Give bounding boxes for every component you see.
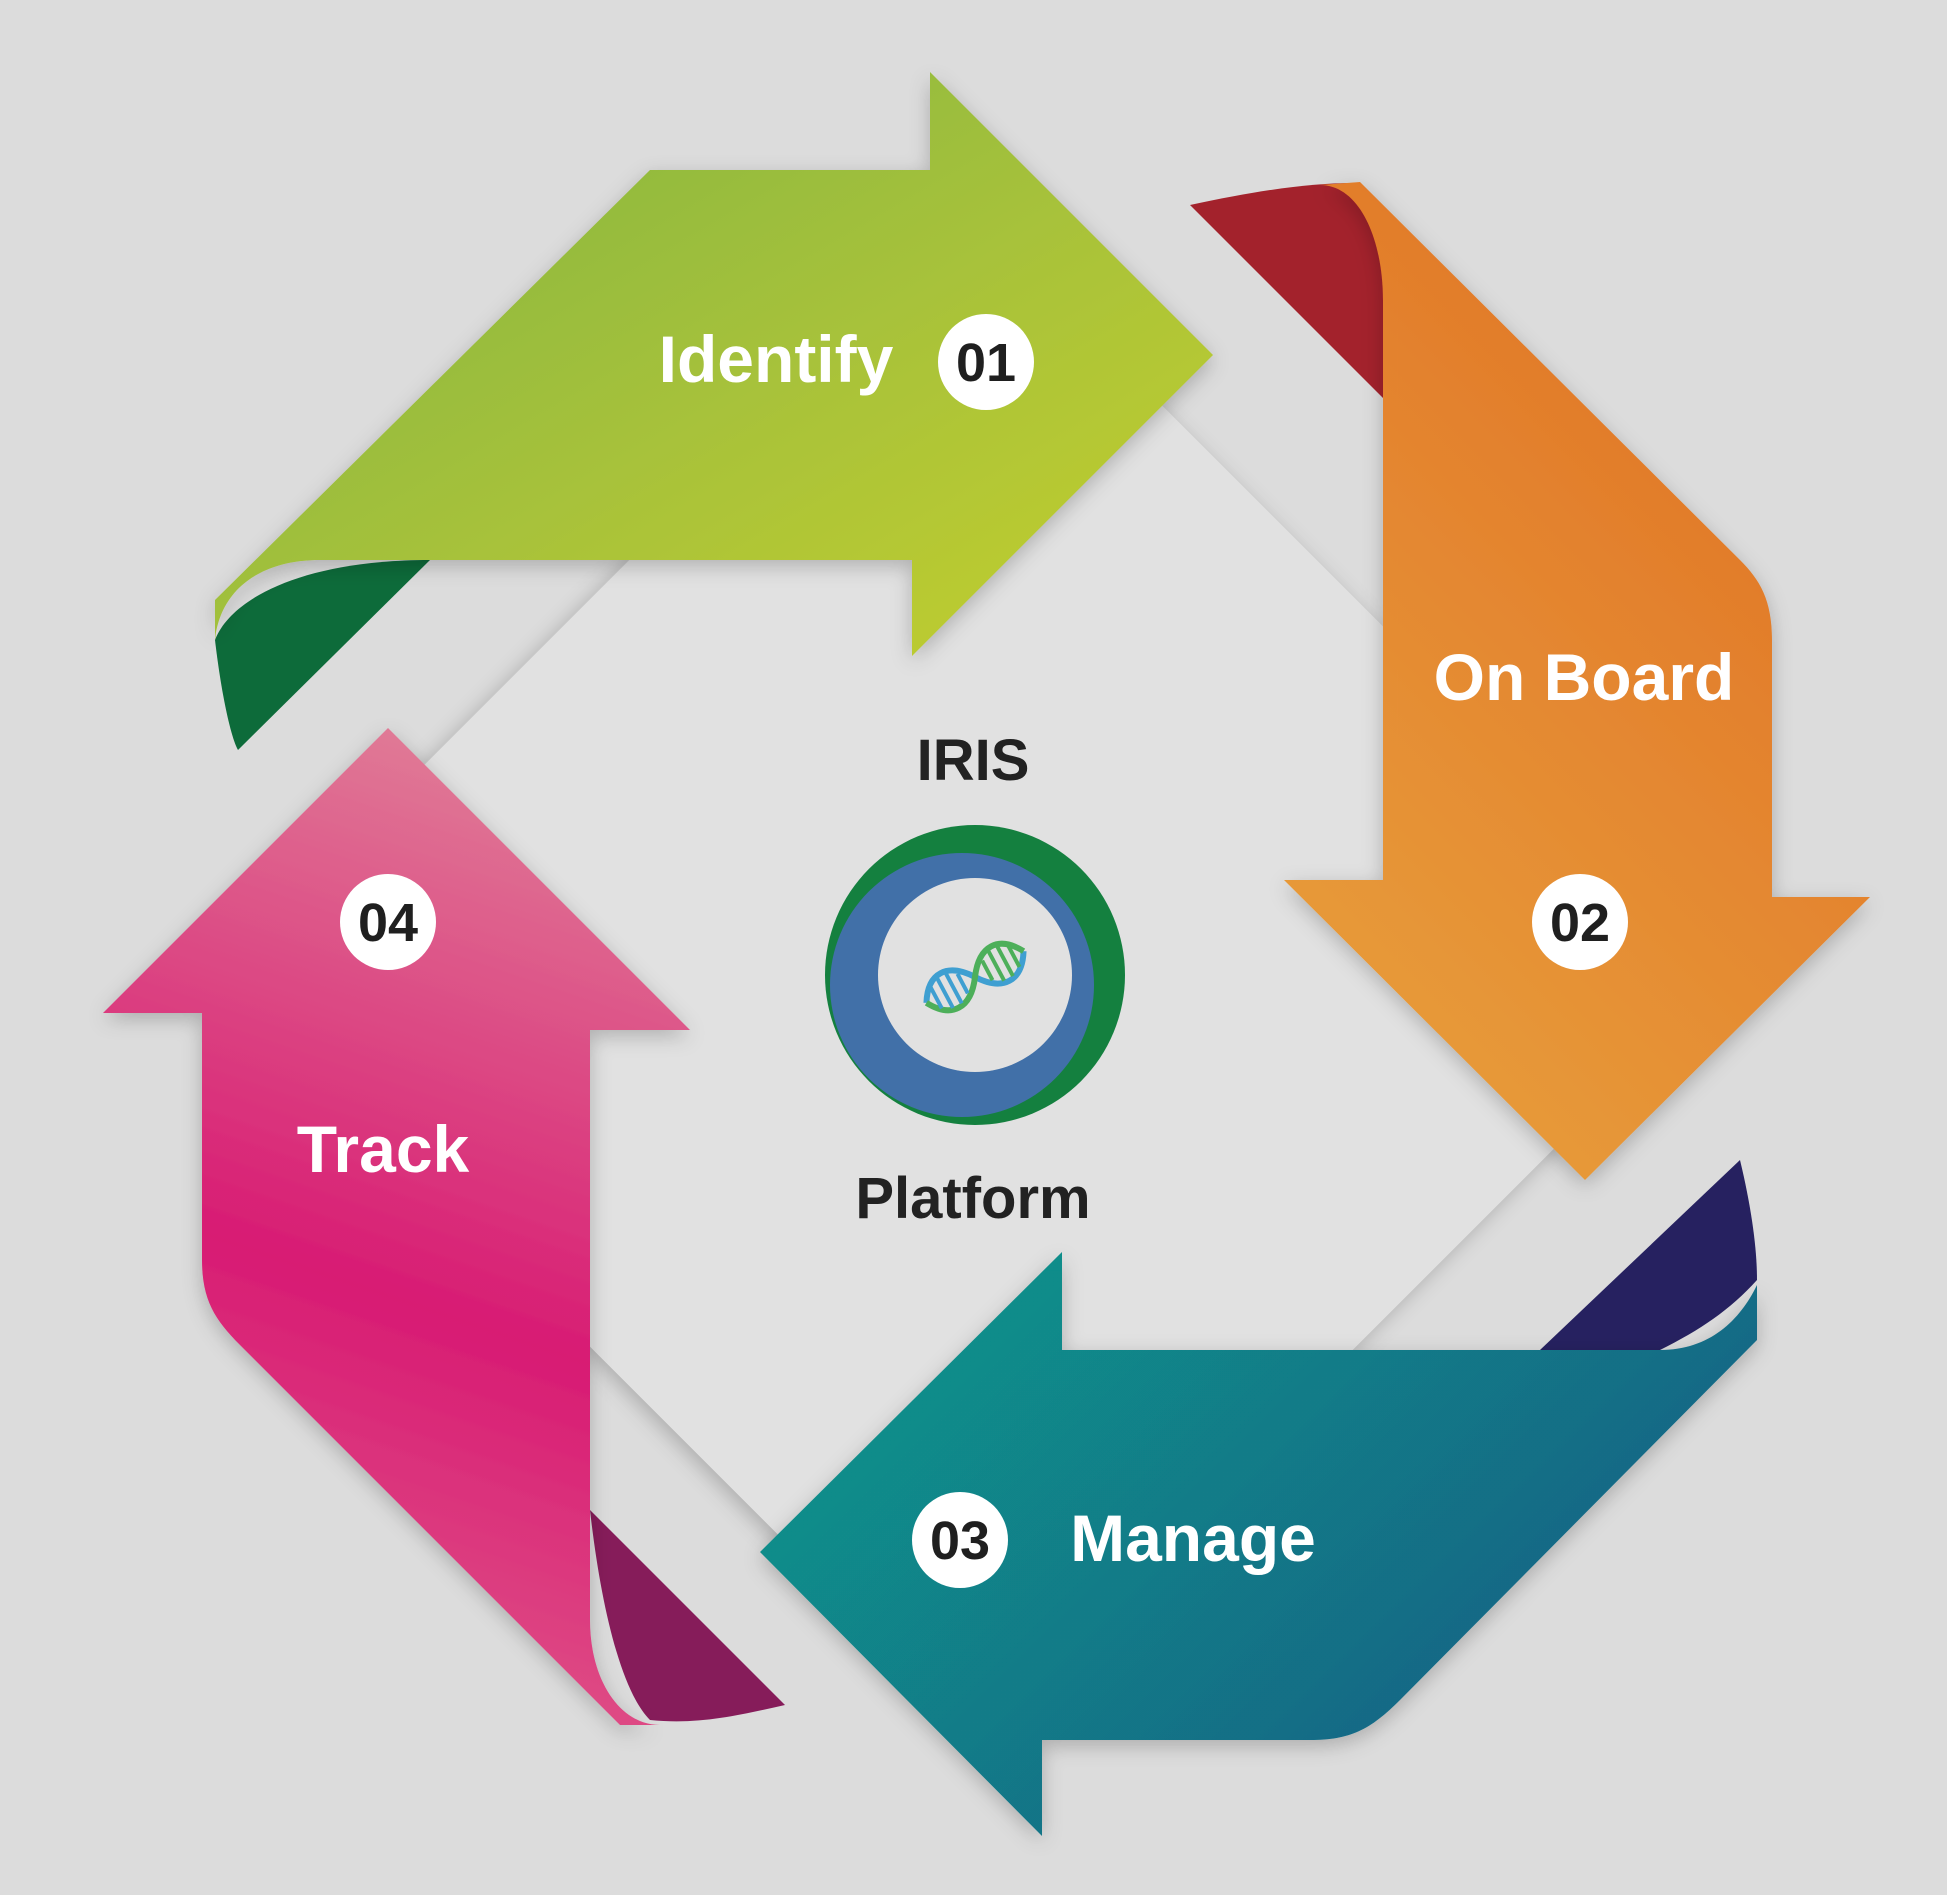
- step-03: 03 Manage: [760, 1252, 1757, 1836]
- step-01-label: Identify: [659, 322, 894, 396]
- arrow-manage: [760, 1252, 1757, 1836]
- fold-green: [215, 560, 430, 750]
- step-02-label: On Board: [1434, 640, 1735, 714]
- center-title: IRIS: [917, 728, 1030, 793]
- step-04-badge: [340, 874, 436, 970]
- step-01-number: 01: [956, 333, 1016, 393]
- arrow-identify: [215, 72, 1213, 656]
- step-03-label: Manage: [1070, 1501, 1316, 1575]
- arrow-track: [103, 728, 690, 1725]
- step-03-badge: [912, 1492, 1008, 1588]
- step-02-badge: [1532, 874, 1628, 970]
- step-02: On Board 02: [1284, 182, 1870, 1180]
- center-subtitle: Platform: [855, 1166, 1090, 1231]
- step-04: 04 Track: [103, 728, 690, 1725]
- fold-red: [1190, 183, 1385, 400]
- fold-navy: [1540, 1160, 1757, 1350]
- center-logo: IRIS Platform: [825, 728, 1125, 1231]
- step-03-number: 03: [930, 1511, 990, 1571]
- step-04-label: Track: [297, 1112, 470, 1186]
- fold-plum: [590, 1510, 785, 1722]
- dna-helix-icon: [923, 940, 1027, 1014]
- step-04-number: 04: [358, 893, 418, 953]
- step-01-badge: [938, 314, 1034, 410]
- step-01: Identify 01: [215, 72, 1213, 656]
- arrow-on-board: [1284, 182, 1870, 1180]
- step-02-number: 02: [1550, 893, 1610, 953]
